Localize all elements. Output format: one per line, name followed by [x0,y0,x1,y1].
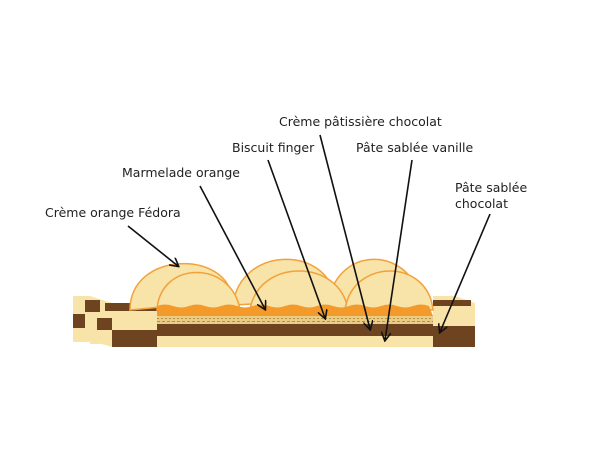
arrow-sablee-chocolat [440,213,491,332]
label-sablee-chocolat-line1: Pâte sablée [455,180,528,195]
label-sablee-vanille: Pâte sablée vanille [356,140,474,155]
marmelade-layer [157,304,433,316]
creme-orange-domes [129,258,434,311]
arrow-creme-orange [127,225,178,266]
label-marmelade: Marmelade orange [122,165,240,180]
label-biscuit: Biscuit finger [232,140,315,155]
biscuit-layer [157,316,433,324]
arrow-sablee-vanille [385,159,413,340]
chocolate-layer [157,324,433,336]
label-creme-orange: Crème orange Fédora [45,205,181,220]
arrow-creme-patissiere [319,134,370,329]
vanilla-layer [157,336,433,347]
arrow-marmelade [199,185,265,309]
label-creme-patissiere: Crème pâtissière chocolat [279,114,442,129]
right-block [433,296,475,347]
arrow-biscuit [267,159,325,318]
label-sablee-chocolat-line2: chocolat [455,196,508,211]
